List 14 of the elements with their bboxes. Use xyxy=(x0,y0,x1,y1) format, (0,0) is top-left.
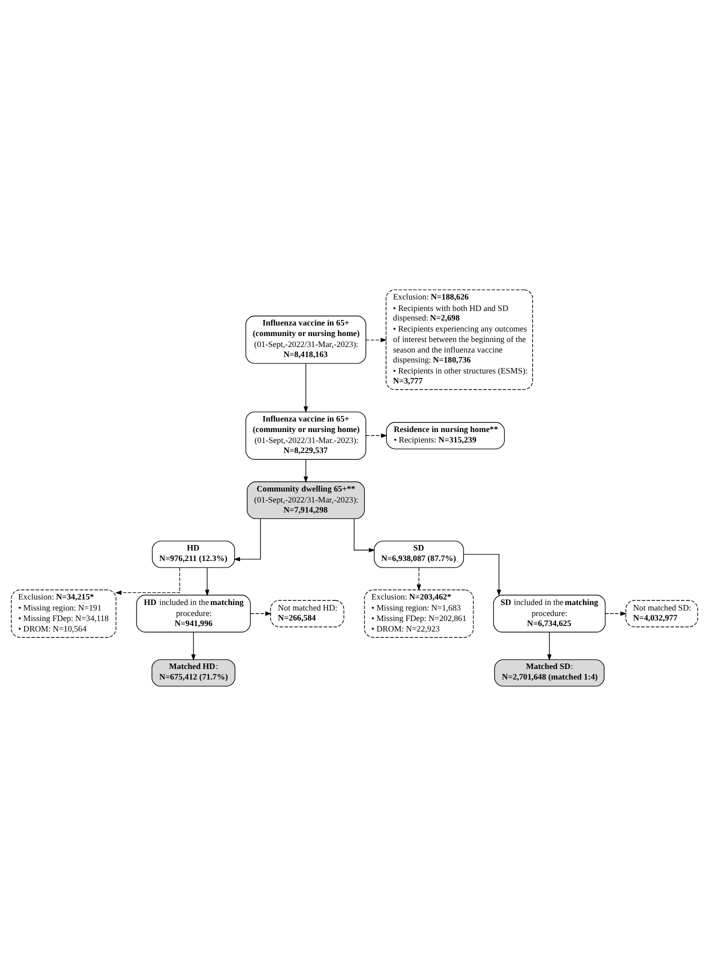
arrow xyxy=(191,632,196,660)
arrow xyxy=(365,337,387,342)
arrow xyxy=(304,458,308,482)
arrow xyxy=(304,362,308,412)
arrow xyxy=(250,610,272,616)
arrow xyxy=(416,566,422,590)
arrow xyxy=(354,518,376,552)
arrow xyxy=(366,432,388,438)
arrow xyxy=(463,553,502,596)
arrow xyxy=(115,566,180,594)
arrow xyxy=(604,610,627,616)
arrow xyxy=(234,518,261,561)
arrow xyxy=(204,566,210,596)
arrow xyxy=(547,632,552,660)
